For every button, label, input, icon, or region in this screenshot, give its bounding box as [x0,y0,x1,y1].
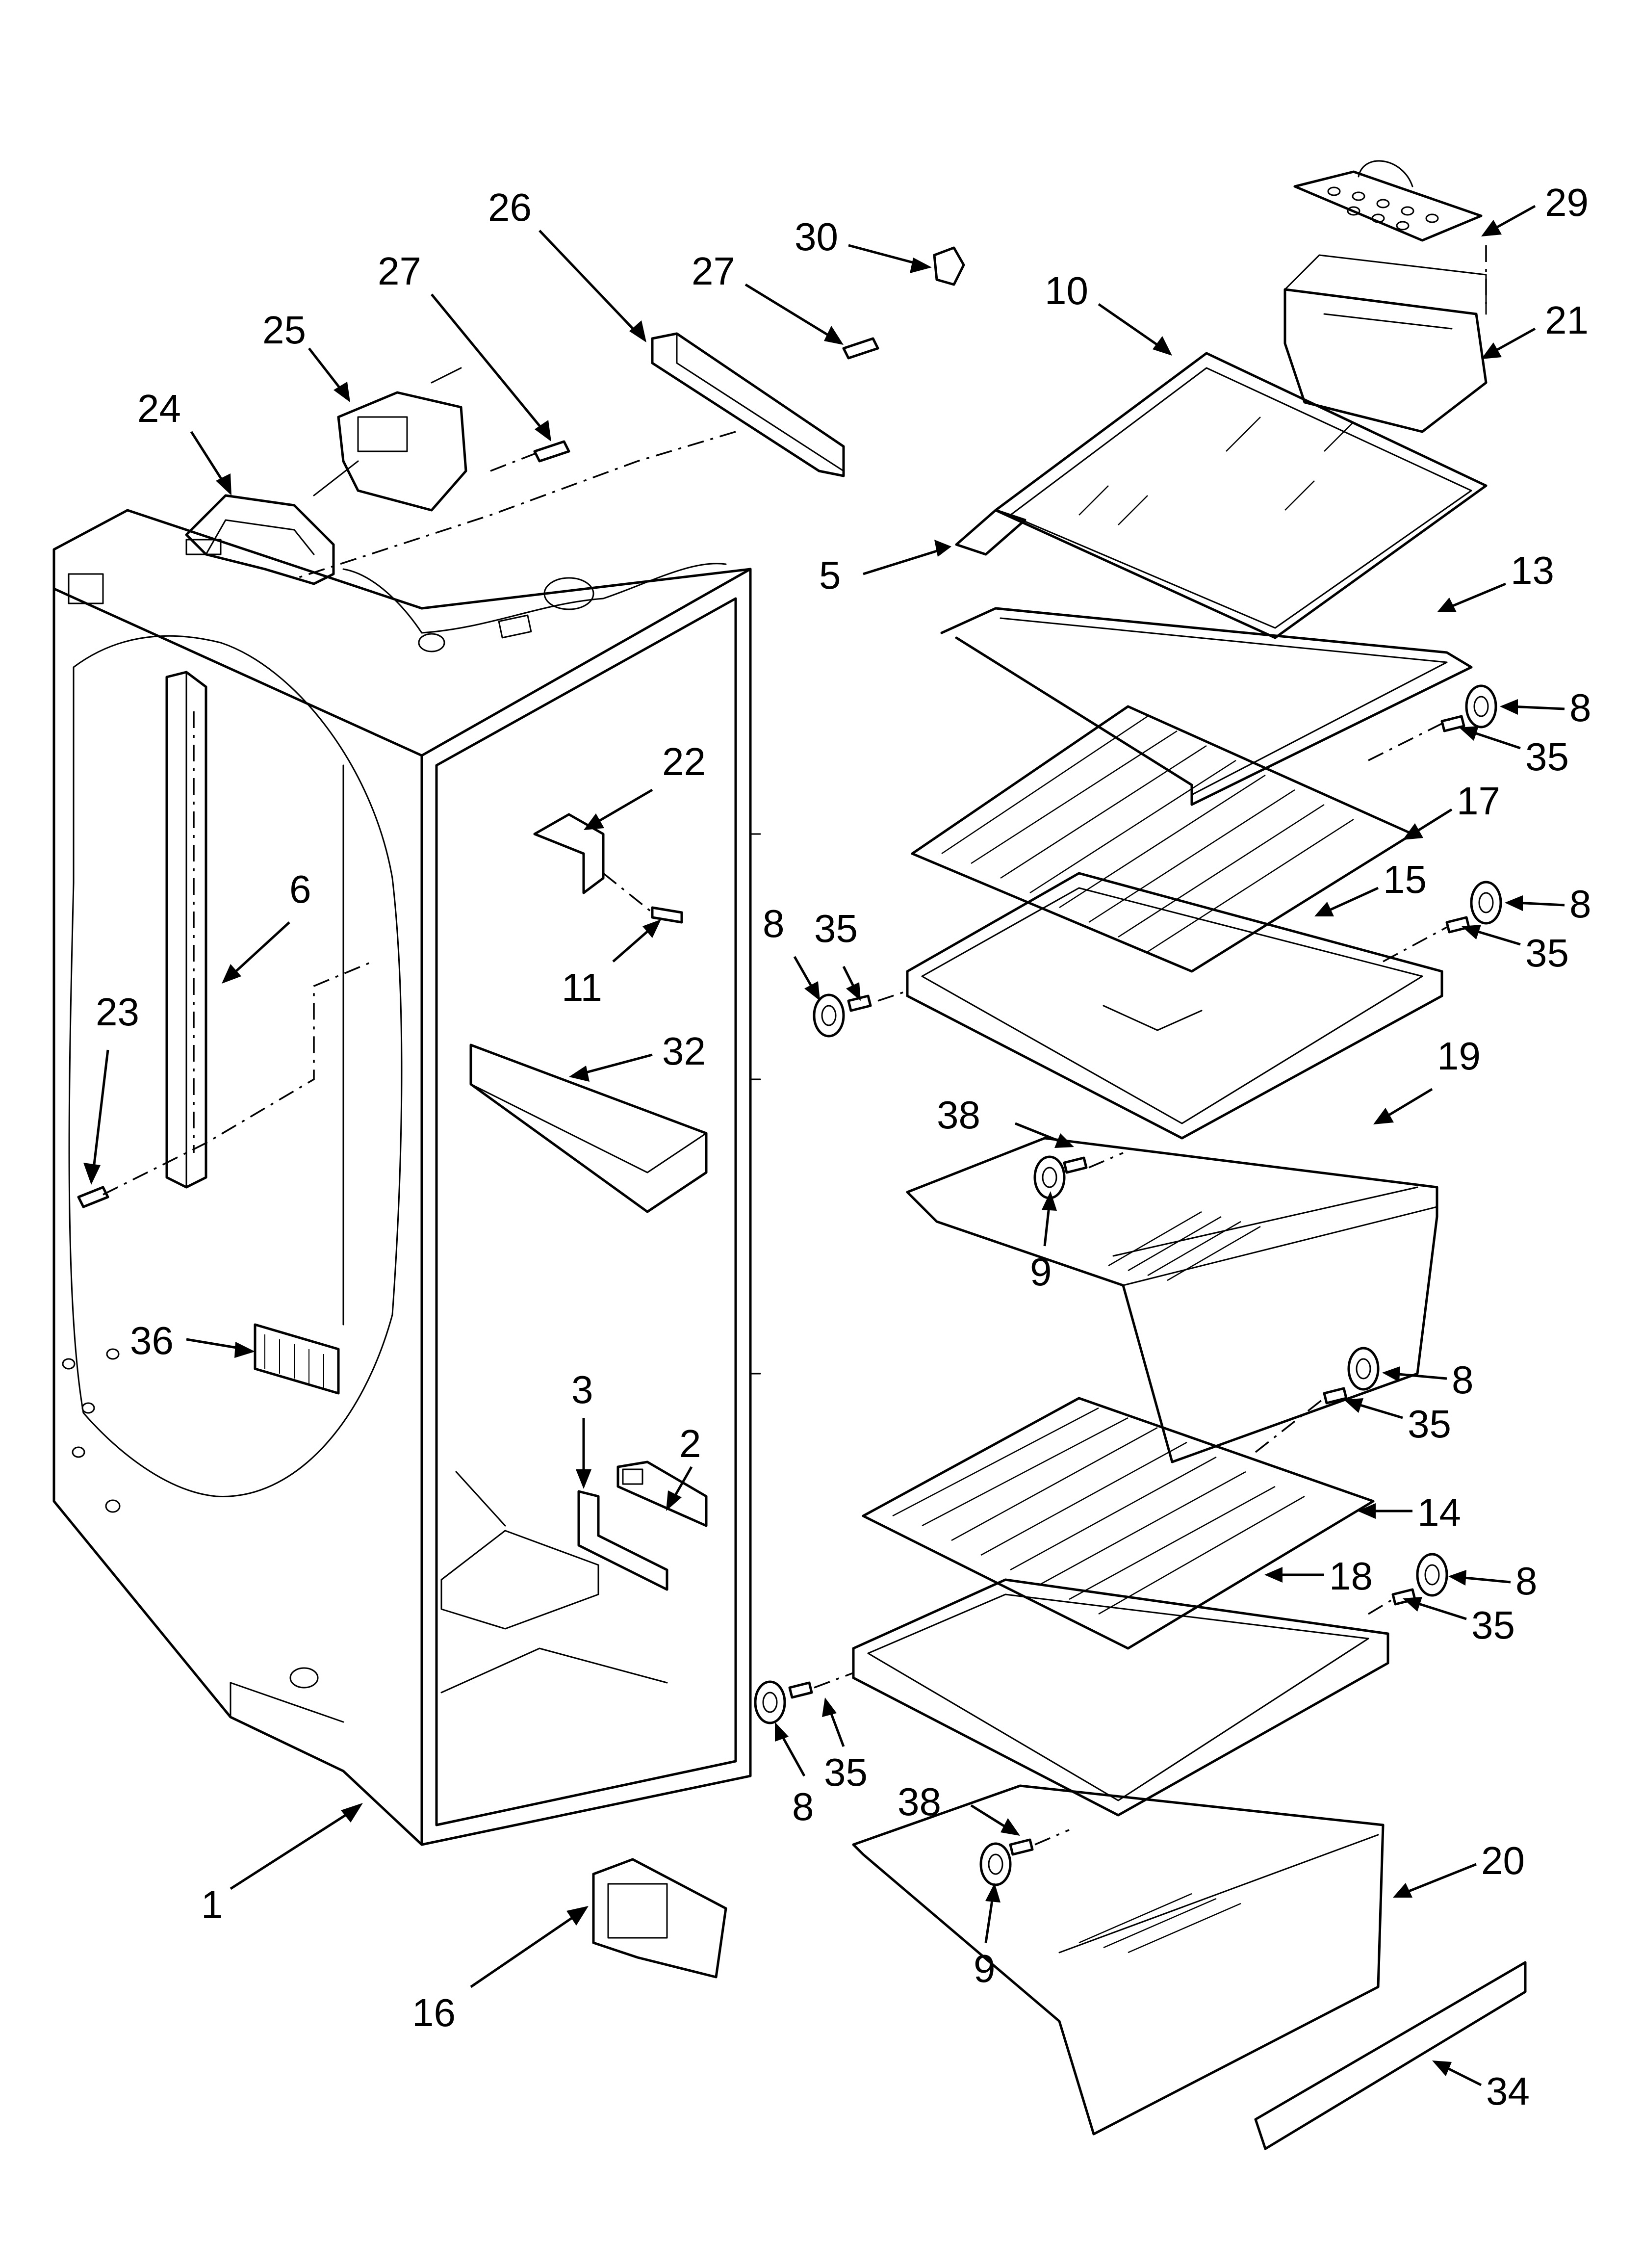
callout-8b: 8 [1569,882,1591,926]
callout-25: 25 [262,308,306,352]
callout-14: 14 [1417,1490,1461,1534]
callout-8d: 8 [1452,1358,1474,1402]
roller-9-top [1033,1155,1066,1199]
callout-19: 19 [1437,1034,1481,1078]
screw-23 [77,1186,109,1208]
callout-labels: 1 16 36 23 6 24 25 27 26 27 30 22 11 32 … [96,181,1591,2113]
callout-27a: 27 [378,249,421,293]
callout-35e: 35 [1471,1603,1515,1647]
callout-35d: 35 [1408,1402,1451,1446]
clip-2 [616,1460,708,1527]
callout-8f: 8 [792,1785,814,1828]
glass-shelf-10 [994,352,1488,639]
callout-27b: 27 [692,249,735,293]
callout-13: 13 [1511,548,1554,592]
callout-16: 16 [412,1991,456,2034]
roller-8-top-1 [1465,684,1497,729]
callout-11: 11 [562,965,602,1009]
bracket-25 [313,367,467,512]
panel-16 [592,1858,727,1979]
screw-27a [533,440,570,463]
crisper-drawer-19 [906,1137,1438,1463]
trim-5 [955,509,1026,556]
callout-10: 10 [1045,269,1088,313]
callout-24: 24 [137,387,181,430]
callout-35c: 35 [814,907,858,950]
callout-5: 5 [819,553,841,597]
top-parts [185,246,965,585]
roller-8-left-1 [813,993,845,1038]
roller-9-low [979,1842,1012,1886]
callout-20: 20 [1481,1839,1525,1882]
roller-8-left-2 [754,1680,786,1724]
crisper-cover-14 [862,1397,1375,1650]
screw-27b [842,337,879,360]
callout-35b: 35 [1525,931,1569,975]
crisper-frame-18 [852,1578,1389,1817]
roller-8-mid [1347,1347,1380,1391]
crisper-cover-17 [911,705,1414,973]
callout-8c: 8 [763,902,785,945]
callout-35f: 35 [824,1750,868,1794]
callout-35a: 35 [1525,735,1569,779]
callout-15: 15 [1383,858,1427,901]
trim-strip-34 [1254,1961,1527,2150]
callout-2: 2 [679,1422,701,1465]
crisper-drawer-20 [852,1784,1385,2136]
callout-18: 18 [1329,1554,1373,1598]
callout-8a: 8 [1569,686,1591,730]
callout-23: 23 [96,990,139,1034]
callout-6: 6 [289,867,311,911]
callout-9a: 9 [1030,1250,1052,1294]
cabinet-small-parts [77,813,708,1591]
grille-36 [254,1323,340,1395]
bracket-26 [651,332,845,477]
housing-24 [185,494,335,585]
callout-32: 32 [662,1029,706,1073]
rollers [754,684,1502,1886]
callout-8e: 8 [1515,1559,1538,1603]
assembly-lines [814,715,1457,1846]
callout-21: 21 [1545,298,1589,342]
crisper-frame-15 [906,872,1443,1140]
roller-8-top-2 [1470,881,1502,925]
shelf-rail [165,671,207,1189]
clip-3 [577,1490,668,1591]
callout-34: 34 [1486,2069,1530,2113]
cover-32 [469,1043,708,1213]
callout-3: 3 [571,1368,593,1411]
callout-1: 1 [201,1883,223,1927]
callout-38a: 38 [937,1093,980,1137]
callout-30: 30 [795,215,838,259]
callout-9b: 9 [974,1947,996,1990]
callout-17: 17 [1457,779,1500,823]
callout-22: 22 [662,740,706,783]
ice-tray-29 [1293,160,1487,304]
screw-11 [651,906,683,924]
clip-30 [933,246,965,286]
callout-38b: 38 [898,1780,941,1824]
roller-8-low [1416,1553,1448,1597]
leader-arrows [83,205,1565,2086]
shelf-frame-13 [940,607,1473,806]
callout-29: 29 [1545,181,1589,224]
callout-26: 26 [488,185,532,229]
cabinet-liner [52,509,761,1846]
callout-36: 36 [130,1319,174,1362]
bracket-22 [533,813,605,894]
